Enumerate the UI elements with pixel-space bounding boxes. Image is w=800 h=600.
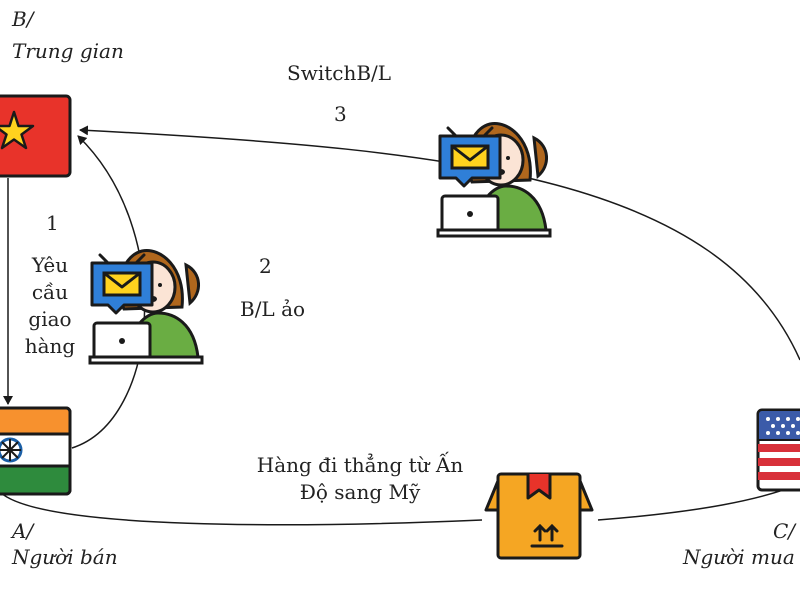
step-1-number: 1 (46, 211, 59, 235)
india-flag-icon (0, 406, 72, 496)
step-1-line: giao (28, 307, 72, 331)
node-b-letter: B/ (12, 7, 34, 31)
step-1-line: hàng (24, 334, 76, 358)
shipping-note: Hàng đi thẳng từ Ấn Độ sang Mỹ (250, 452, 470, 506)
person-laptop-envelope-icon (88, 249, 204, 365)
shipping-line-left (0, 491, 483, 526)
node-a-letter: A/ (12, 519, 34, 543)
step-2-label: B/L ảo (240, 297, 306, 321)
step-1-line: cầu (31, 280, 69, 304)
node-a-name: Người bán (12, 545, 118, 569)
node-c-letter: C/ (773, 519, 796, 543)
step-1-label: Yêu cầu giao hàng (20, 252, 80, 360)
arrow-c-to-b (79, 125, 800, 361)
step-1-line: Yêu (31, 253, 69, 277)
usa-flag-icon (756, 408, 800, 492)
cardboard-box-icon (484, 472, 594, 560)
step-3-number: 3 (334, 102, 347, 126)
shipping-note-line: Hàng đi thẳng từ Ấn (256, 453, 464, 477)
step-2-number: 2 (259, 254, 272, 278)
shipping-note-line: Độ sang Mỹ (299, 480, 421, 504)
person-laptop-envelope-icon (436, 122, 552, 238)
node-b-name: Trung gian (12, 39, 124, 63)
step-3-label: SwitchB/L (287, 61, 392, 85)
node-c-name: Người mua (683, 545, 795, 569)
vietnam-flag-icon (0, 94, 72, 178)
